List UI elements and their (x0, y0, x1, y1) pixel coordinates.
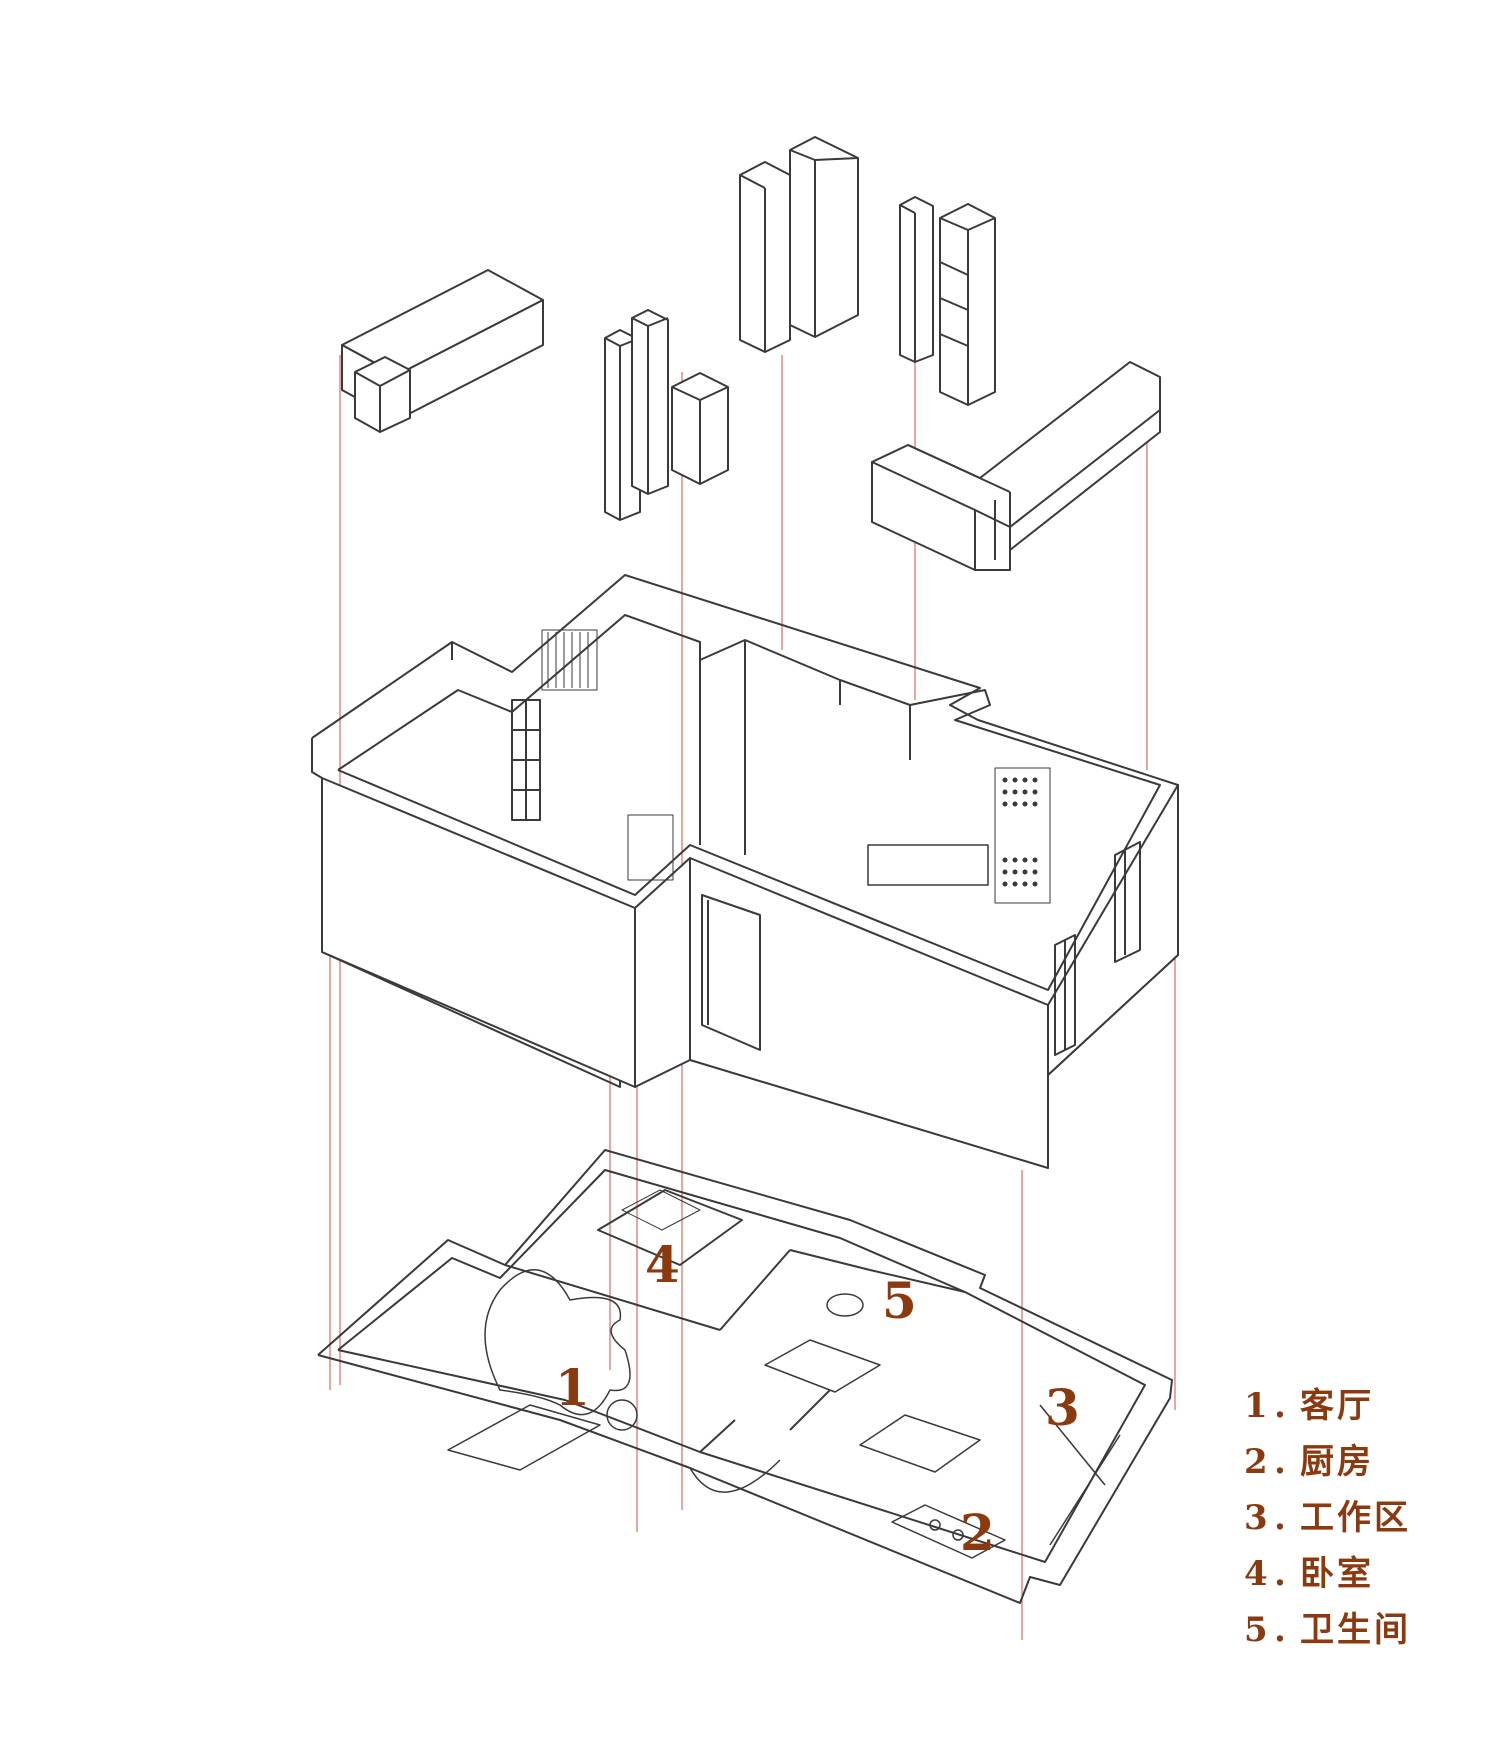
legend-number: 2 (1244, 1442, 1271, 1482)
entrance-door (701, 894, 761, 1051)
kitchen-counter (891, 1504, 1006, 1559)
legend-room-name: 卫生间 (1300, 1610, 1411, 1650)
legend-room-name: 厨房 (1300, 1442, 1374, 1482)
main-wall-side (1047, 784, 1179, 1076)
legend-item: 2. 厨房 (1244, 1434, 1411, 1490)
island-plan (764, 1339, 881, 1393)
bed (597, 1189, 743, 1266)
legend-dot: . (1274, 1554, 1289, 1594)
slatted-panel (541, 629, 598, 691)
axonometric-room-shell (311, 574, 1179, 1169)
room-number-labels: 1 2 3 4 5 (555, 1235, 1080, 1562)
legend-number: 4 (1244, 1554, 1271, 1594)
legend-room-name: 卧室 (1300, 1554, 1374, 1594)
window-side-1 (1054, 934, 1076, 1056)
dining-table (859, 1414, 981, 1473)
legend-number: 5 (1244, 1610, 1271, 1650)
toilet (826, 1293, 864, 1317)
perforated-panel (994, 767, 1051, 904)
living-wall-left (321, 777, 636, 1088)
legend-room-name: 工作区 (1300, 1498, 1411, 1538)
kitchen-island (867, 844, 989, 886)
room-number-1: 1 (555, 1358, 590, 1417)
furniture-block-wardrobe-left (604, 309, 729, 521)
rug (484, 1269, 631, 1416)
living-wall-right (634, 857, 691, 1088)
room-legend: 1. 客厅 2. 厨房 3. 工作区 4. 卧室 5. 卫生间 (1244, 1378, 1411, 1658)
room-number-2: 2 (960, 1503, 995, 1562)
legend-dot: . (1274, 1498, 1289, 1538)
floor-plan (317, 1149, 1173, 1604)
legend-dot: . (1274, 1386, 1289, 1426)
legend-number: 1 (1244, 1386, 1271, 1426)
side-table (606, 1399, 638, 1431)
exploded-furniture-blocks (341, 136, 1161, 571)
legend-number: 3 (1244, 1498, 1271, 1538)
legend-dot: . (1274, 1442, 1289, 1482)
room-number-3: 3 (1045, 1378, 1080, 1437)
sofa (447, 1404, 601, 1471)
legend-item: 5. 卫生间 (1244, 1602, 1411, 1658)
vertical-projection-lines (329, 355, 1176, 1640)
plan-outline (317, 1149, 1173, 1604)
furniture-block-shelving (899, 196, 996, 406)
legend-item: 3. 工作区 (1244, 1490, 1411, 1546)
window-side-2 (1114, 841, 1141, 963)
legend-room-name: 客厅 (1300, 1386, 1374, 1426)
furniture-block-wardrobe-center (739, 136, 859, 353)
legend-item: 1. 客厅 (1244, 1378, 1411, 1434)
main-wall-front (689, 857, 1049, 1169)
room-number-5: 5 (882, 1271, 917, 1330)
bookshelf-grid (627, 814, 674, 881)
room-number-4: 4 (645, 1235, 680, 1294)
legend-item: 4. 卧室 (1244, 1546, 1411, 1602)
legend-dot: . (1274, 1610, 1289, 1650)
furniture-block-l-desk (871, 361, 1161, 571)
furniture-block-bedframe (341, 269, 544, 433)
perforation-dots (1002, 777, 1038, 887)
